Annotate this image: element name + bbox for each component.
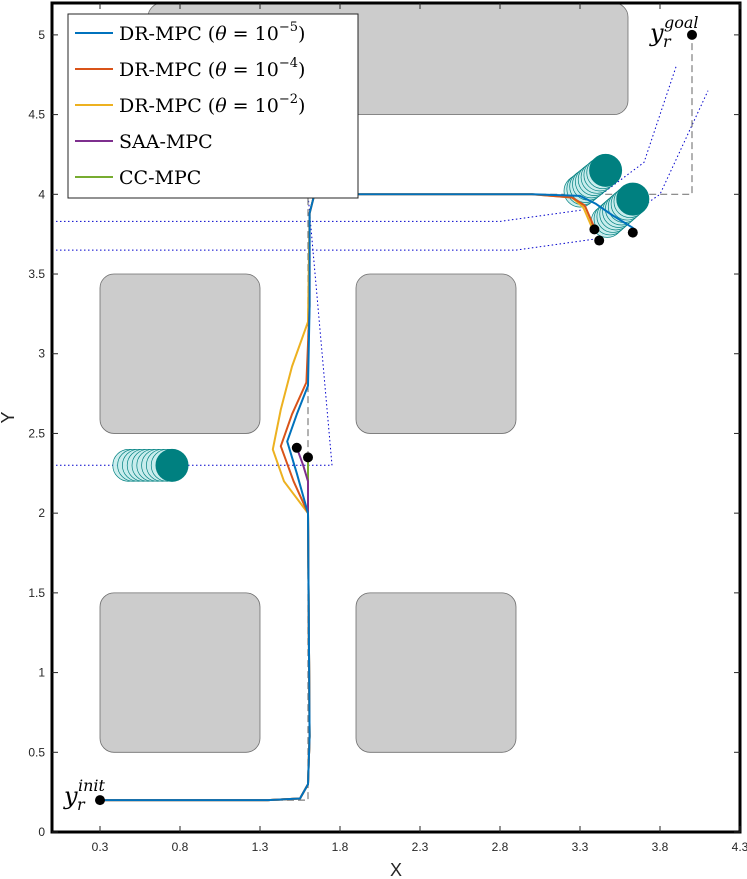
y-tick-label: 1.5 [28, 586, 45, 600]
series-line-1 [99, 193, 634, 802]
constraint-boundary-1 [52, 66, 677, 222]
marker-layer [95, 29, 697, 806]
position-marker-5 [589, 224, 600, 235]
pedestrian-left [112, 448, 189, 482]
position-marker-3 [291, 442, 302, 453]
legend: DR-MPC (θ = 10−5) DR-MPC (θ = 10−4) DR-MPC… [67, 13, 359, 199]
goal-annotation-sup: goal [664, 13, 699, 32]
y-tick-label: 0.5 [28, 745, 45, 759]
x-tick-label: 0.3 [92, 840, 109, 854]
tick-layer: 0.3 0.8 1.3 1.8 2.3 2.8 3.3 3.8 4.3 0 0.5 1 1.5 2 2.5 3… [28, 3, 747, 854]
static-obstacle-5 [355, 592, 517, 753]
legend-label-4: SAA-MPC [119, 131, 213, 153]
position-marker-1 [95, 795, 105, 806]
position-marker-2 [687, 29, 697, 40]
axes-frame [50, 1, 742, 834]
y-tick-label: 2 [38, 506, 45, 520]
legend-label-2: DR-MPC (θ = 10−4) [119, 56, 305, 81]
init-annotation-base: y [63, 782, 78, 810]
static-obstacle-2 [99, 273, 261, 434]
goal-annotation-sub: r [663, 32, 672, 51]
y-tick-label: 0 [38, 825, 45, 839]
x-tick-label: 1.8 [332, 840, 349, 854]
static-obstacle-3 [355, 273, 517, 434]
y-axis-label: Y [0, 411, 18, 423]
pedestrian-upper-disc [589, 153, 623, 187]
legend-label-5: CC-MPC [119, 167, 201, 189]
y-tick-label: 1 [38, 666, 45, 680]
y-tick-label: 5 [38, 28, 45, 42]
init-annotation: y r init [63, 776, 106, 814]
x-axis-label: X [390, 860, 402, 879]
legend-label-3: DR-MPC (θ = 10−2) [119, 92, 305, 117]
y-tick-label: 3 [38, 347, 45, 361]
pedestrian-lower-disc [616, 182, 650, 216]
position-marker-6 [594, 235, 605, 246]
y-tick-label: 2.5 [28, 426, 45, 440]
goal-annotation-base: y [649, 19, 664, 47]
position-marker-7 [627, 227, 638, 238]
y-tick-label: 4 [38, 187, 45, 201]
x-tick-label: 3.8 [652, 840, 669, 854]
static-obstacle-4 [99, 592, 261, 753]
legend-label-1: DR-MPC (θ = 10−5) [119, 20, 305, 45]
x-tick-label: 2.3 [412, 840, 429, 854]
y-tick-label: 4.5 [28, 108, 45, 122]
y-tick-label: 3.5 [28, 267, 45, 281]
init-annotation-sup: init [78, 776, 106, 795]
x-tick-label: 4.3 [732, 840, 747, 854]
legend-box [67, 13, 359, 199]
x-tick-label: 0.8 [172, 840, 189, 854]
x-tick-label: 3.3 [572, 840, 589, 854]
goal-annotation: y r goal [649, 13, 699, 51]
x-tick-label: 1.3 [252, 840, 269, 854]
trajectory-layer [99, 193, 634, 802]
init-annotation-sub: r [77, 795, 86, 814]
position-marker-4 [303, 452, 313, 463]
x-tick-label: 2.8 [492, 840, 509, 854]
pedestrian-left-disc [155, 448, 189, 482]
pedestrian-upper [563, 153, 623, 208]
